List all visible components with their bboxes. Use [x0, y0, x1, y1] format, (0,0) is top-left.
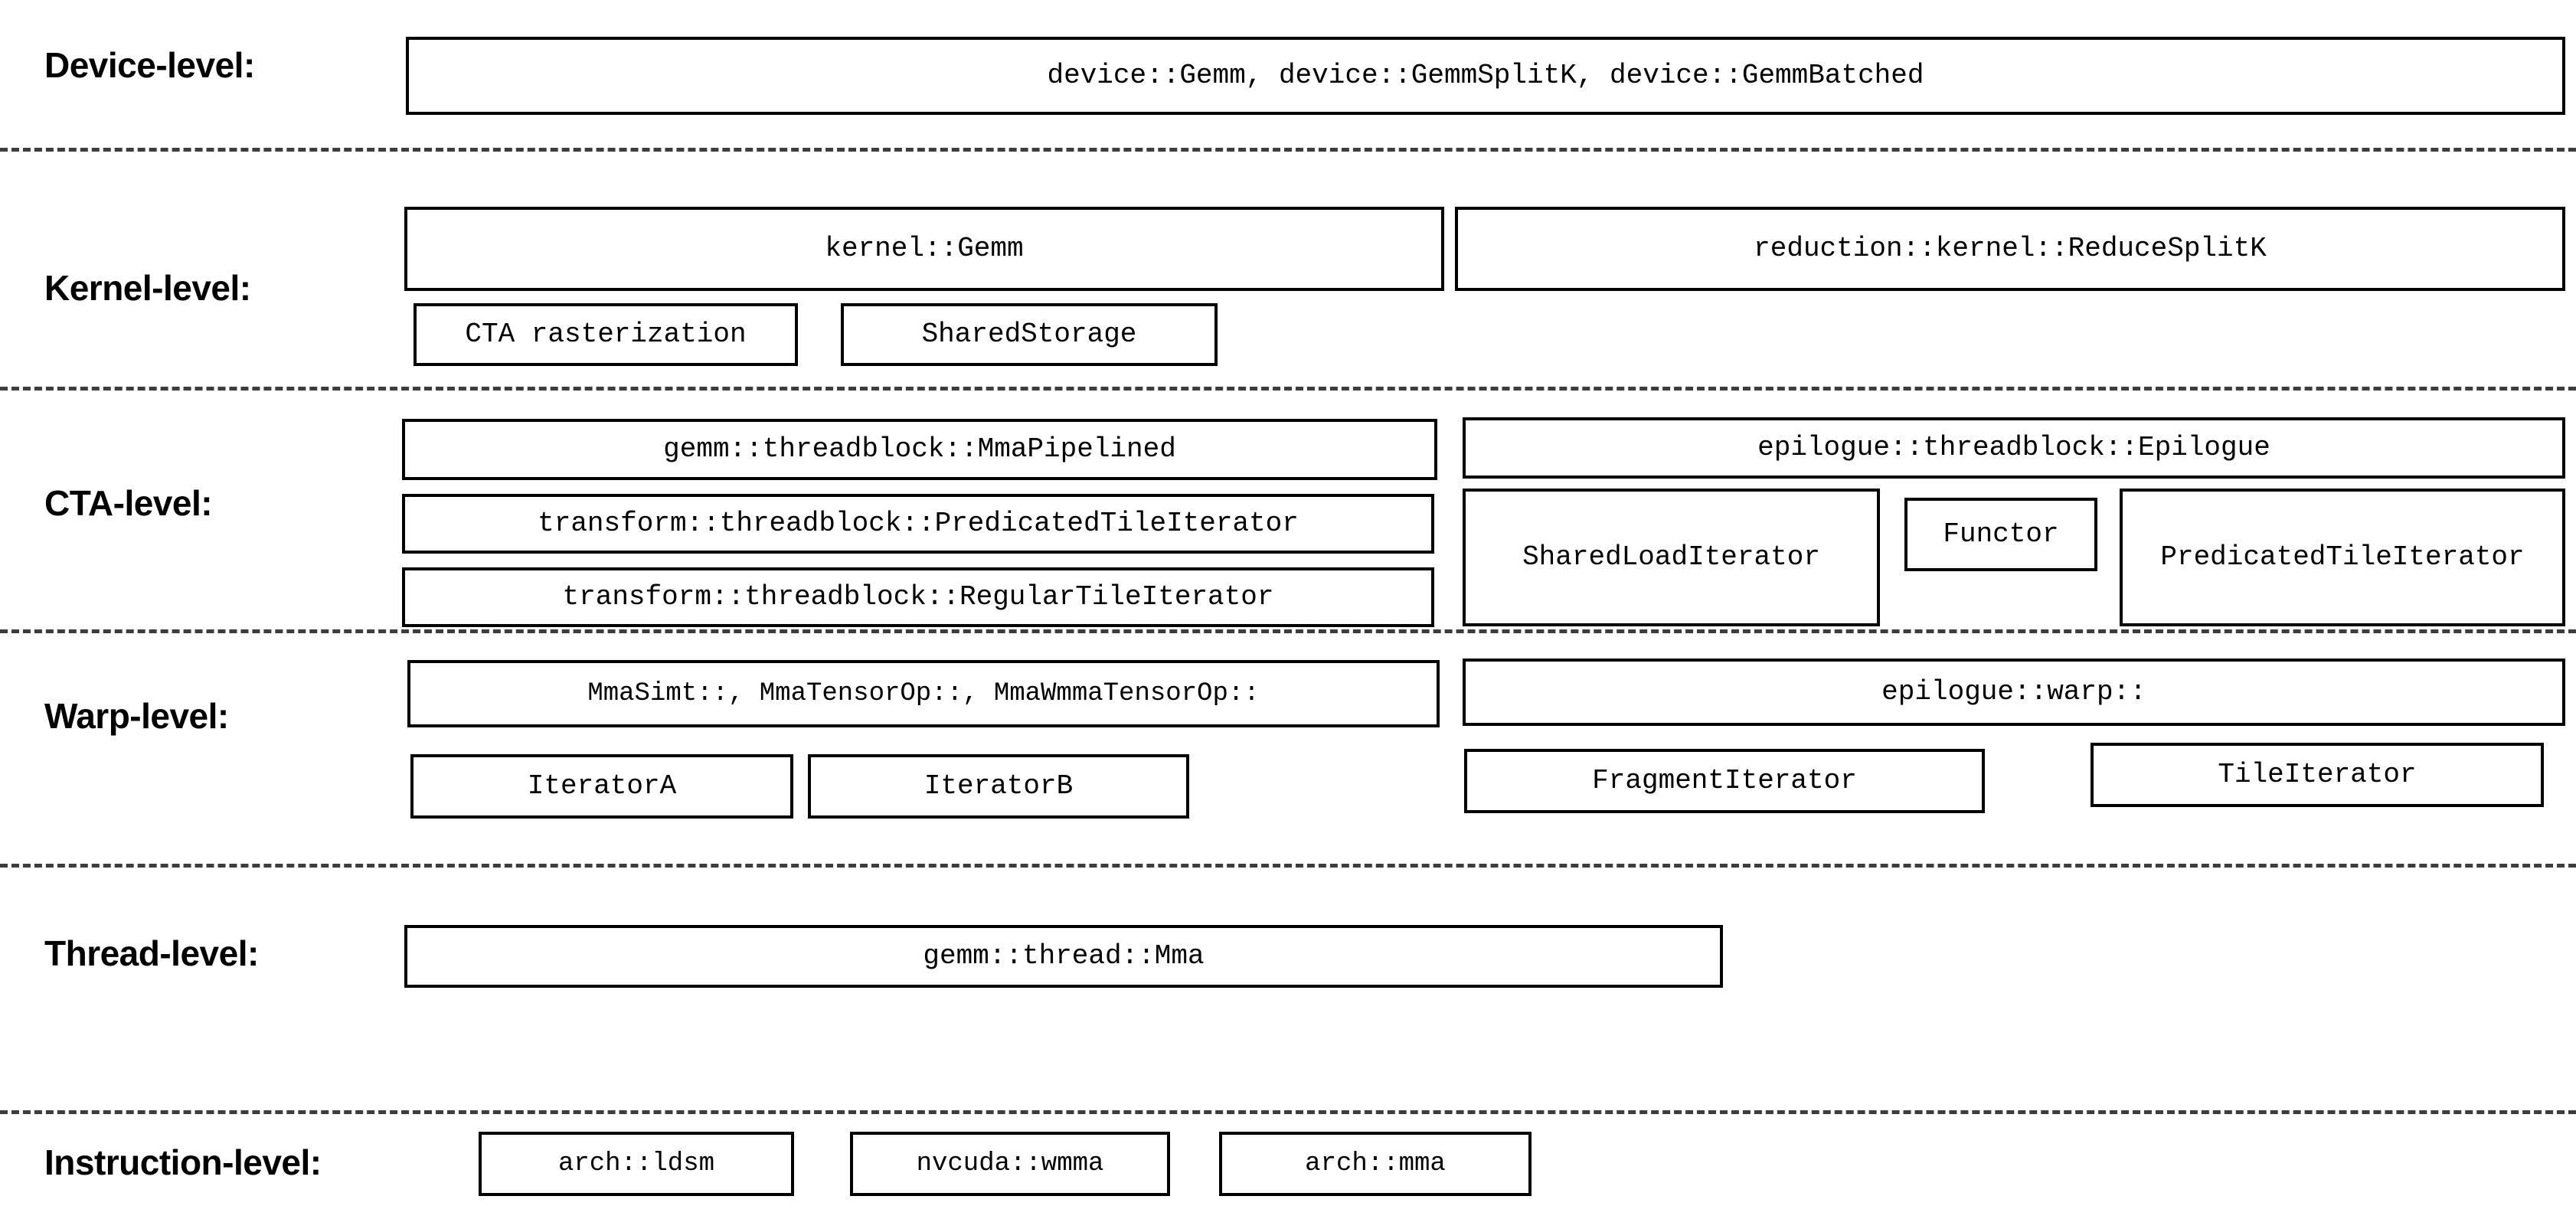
box-device-gemm[interactable]: device::Gemm, device::GemmSplitK, device…: [406, 37, 2565, 115]
level-label-device: Device-level:: [44, 45, 255, 85]
box-reduction-kernel-reducesplitk[interactable]: reduction::kernel::ReduceSplitK: [1455, 207, 2565, 291]
level-label-kernel: Kernel-level:: [44, 268, 251, 308]
box-predicatedtileiterator[interactable]: PredicatedTileIterator: [2120, 489, 2565, 626]
box-transform-threadblock-regulartileiterator[interactable]: transform::threadblock::RegularTileItera…: [402, 567, 1434, 627]
box-transform-threadblock-predicatedtileiterator[interactable]: transform::threadblock::PredicatedTileIt…: [402, 494, 1434, 554]
box-iterator-a[interactable]: IteratorA: [410, 754, 793, 819]
box-arch-ldsm[interactable]: arch::ldsm: [479, 1132, 794, 1196]
box-kernel-gemm[interactable]: kernel::Gemm: [404, 207, 1444, 291]
box-gemm-threadblock-mmapipelined[interactable]: gemm::threadblock::MmaPipelined: [402, 419, 1437, 480]
box-tileiterator[interactable]: TileIterator: [2091, 743, 2544, 807]
box-fragmentiterator[interactable]: FragmentIterator: [1464, 749, 1985, 813]
divider-thread-instruction: [0, 1110, 2576, 1114]
box-shared-storage[interactable]: SharedStorage: [841, 303, 1218, 366]
level-label-cta: CTA-level:: [44, 483, 213, 523]
divider-device-kernel: [0, 148, 2576, 152]
box-epilogue-warp[interactable]: epilogue::warp::: [1463, 659, 2565, 726]
divider-cta-warp: [0, 629, 2576, 633]
box-nvcuda-wmma[interactable]: nvcuda::wmma: [850, 1132, 1170, 1196]
box-gemm-thread-mma[interactable]: gemm::thread::Mma: [404, 925, 1723, 988]
divider-kernel-cta: [0, 387, 2576, 391]
box-mma-warp-ops[interactable]: MmaSimt::, MmaTensorOp::, MmaWmmaTensorO…: [407, 660, 1440, 727]
level-label-warp: Warp-level:: [44, 696, 229, 736]
box-arch-mma[interactable]: arch::mma: [1219, 1132, 1532, 1196]
box-sharedloaditerator[interactable]: SharedLoadIterator: [1463, 489, 1880, 626]
box-epilogue-threadblock-epilogue[interactable]: epilogue::threadblock::Epilogue: [1463, 417, 2565, 479]
divider-warp-thread: [0, 864, 2576, 868]
level-label-instruction: Instruction-level:: [44, 1142, 322, 1182]
box-functor[interactable]: Functor: [1904, 498, 2097, 571]
box-iterator-b[interactable]: IteratorB: [808, 754, 1189, 819]
box-cta-rasterization[interactable]: CTA rasterization: [414, 303, 798, 366]
level-label-thread: Thread-level:: [44, 933, 259, 973]
